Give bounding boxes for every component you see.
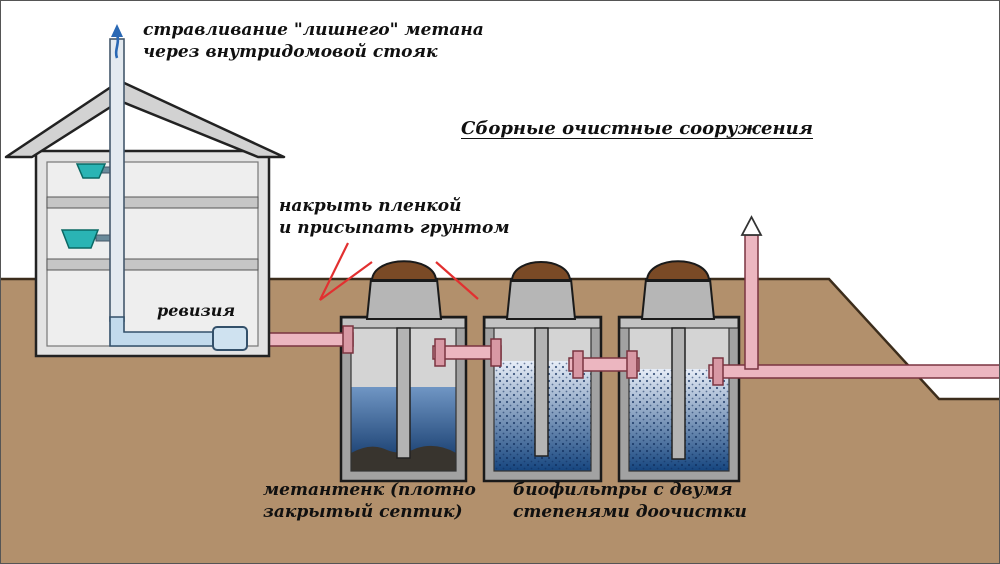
indoor-vent-stack	[109, 38, 125, 322]
biofilter-1	[482, 261, 603, 483]
house	[4, 24, 286, 358]
tank3-baffle	[671, 327, 686, 460]
tank1-neck	[365, 278, 443, 320]
film-cover-lines	[319, 242, 479, 301]
label-revision: ревизия	[157, 301, 236, 320]
biofilter-2	[617, 260, 741, 483]
diagram-title: Сборные очистные сооружения	[461, 118, 814, 139]
pipes	[246, 215, 999, 386]
tank3-neck	[640, 278, 716, 320]
revision-fitting	[212, 326, 248, 351]
methane-arrow-icon	[111, 24, 123, 37]
roof	[4, 79, 286, 159]
vent-arrow-icon	[740, 215, 763, 236]
fixture-lower	[60, 229, 100, 249]
outlet-pipe	[708, 364, 999, 379]
label-methane-tank: метантенк (плотно закрытый септик)	[263, 480, 476, 523]
methane-tank	[339, 260, 468, 483]
label-methane-vent: стравливание "лишнего" метана через внут…	[143, 20, 484, 63]
tank3-lid	[645, 260, 711, 281]
tank2-neck	[505, 278, 577, 320]
floor-slab-upper	[46, 196, 259, 209]
label-cover: накрыть пленкой и присыпать грунтом	[279, 196, 510, 239]
tank1-baffle	[396, 327, 411, 459]
label-biofilters: биофильтры с двумя степенями доочистки	[513, 480, 747, 523]
outdoor-vent-pipe	[744, 234, 759, 370]
tank1-lid	[370, 260, 438, 281]
floor-slab-lower	[46, 258, 259, 271]
tank2-baffle	[534, 327, 549, 457]
pipe-tank2-tank3	[568, 357, 640, 372]
tank2-lid	[510, 261, 572, 281]
fixture-upper	[75, 163, 107, 179]
